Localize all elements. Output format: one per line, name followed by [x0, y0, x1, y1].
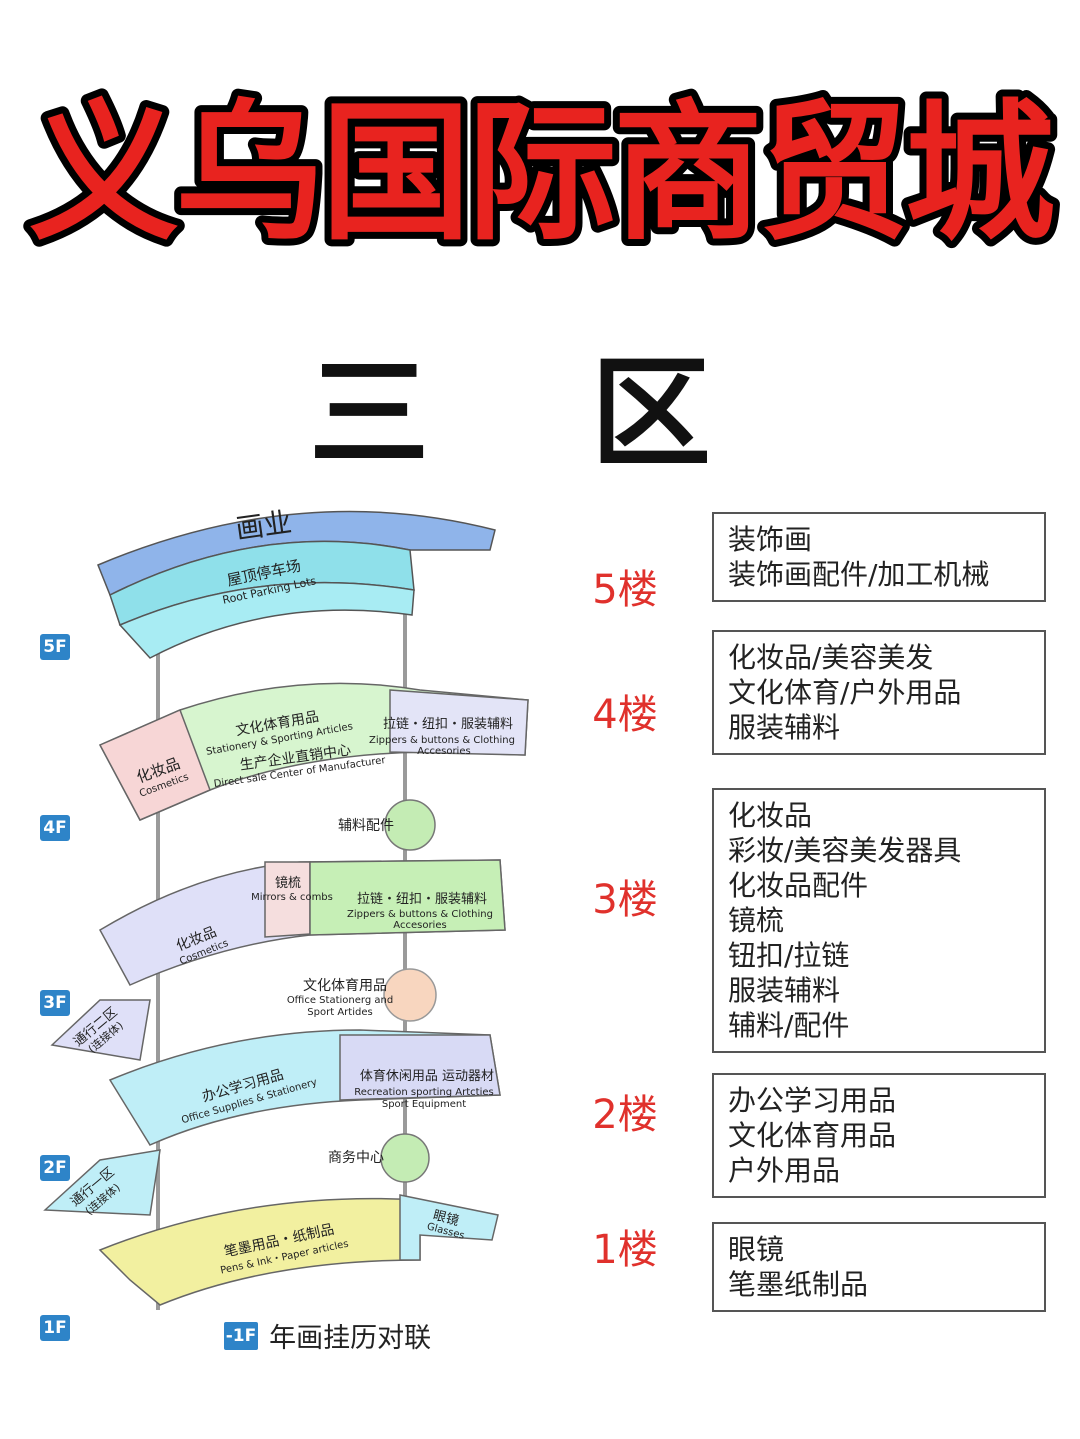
floor-box-3: 化妆品 彩妆/美容美发器具 化妆品配件 镜梳 钮扣/拉链 服装辅料 辅料/配件: [712, 788, 1046, 1053]
f3-sport-en1: Office Stationerg and: [287, 995, 393, 1006]
f3-sport-en2: Sport Artides: [307, 1007, 372, 1018]
floor4-item: 化妆品/美容美发: [728, 641, 934, 674]
floor-label-4: 4楼: [592, 692, 658, 738]
badge-2f: 2F: [40, 1155, 70, 1181]
floor4-item: 服装辅料: [728, 711, 841, 744]
floor-box-1: 眼镜 笔墨纸制品: [712, 1222, 1046, 1312]
f2-biz-label: 商务中心: [328, 1150, 384, 1166]
floor4-item: 文化体育/户外用品: [728, 676, 962, 709]
floor1-item: 眼镜: [728, 1233, 785, 1266]
floor-box-4: 化妆品/美容美发 文化体育/户外用品 服装辅料: [712, 630, 1046, 755]
f4-acc-bubble: [384, 799, 436, 851]
f4-zip-en1: Zippers & buttons & Clothing: [369, 735, 515, 746]
floor2-item: 户外用品: [728, 1154, 841, 1187]
floor-box-2: 办公学习用品 文化体育用品 户外用品: [712, 1073, 1046, 1198]
floor5-item: 装饰画: [728, 523, 813, 556]
floor3-item: 化妆品配件: [728, 869, 869, 902]
f3-zipper-zone: [309, 859, 506, 936]
f2-passage: [43, 1149, 161, 1216]
floor-label-1: 1楼: [592, 1227, 658, 1273]
floor3-item: 化妆品: [728, 799, 813, 832]
floor3-item: 服装辅料: [728, 974, 841, 1007]
f4-zip-cn: 拉链・纽扣・服装辅料: [383, 717, 513, 732]
floor2-item: 办公学习用品: [728, 1084, 897, 1117]
badge-3f: 3F: [40, 990, 70, 1016]
page-title: 义乌国际商贸城: [29, 87, 1053, 261]
zone-subtitle: 三 区: [309, 345, 771, 484]
floor1-item: 笔墨纸制品: [728, 1268, 869, 1301]
f3-mirror-cn: 镜梳: [275, 876, 301, 891]
badge-b1f: -1F: [224, 1321, 258, 1350]
f2-rec-en1: Recreation sporting Artcties: [354, 1087, 493, 1098]
f3-zip-en2: Accesories: [393, 920, 446, 931]
f3-bubble: [383, 968, 437, 1022]
f4-acc-label: 辅料配件: [338, 818, 394, 834]
floor3-item: 彩妆/美容美发器具: [728, 834, 962, 867]
f5-top-label: 画业: [234, 505, 294, 545]
f2-rec-zone: [339, 1034, 501, 1101]
f3-passage: [50, 999, 151, 1061]
basement-row: -1F 年画挂历对联: [224, 1316, 431, 1355]
f1-glasses-zone: [399, 1194, 499, 1261]
f2-rec-cn: 体育休闲用品 运动器材: [360, 1068, 494, 1084]
floor-label-5: 5楼: [592, 567, 658, 613]
f4-zipper-zone: [389, 689, 529, 756]
floor3-item: 辅料/配件: [728, 1009, 850, 1042]
f3-sport-cn: 文化体育用品: [303, 978, 387, 994]
f2-bubble: [380, 1133, 430, 1183]
f5-floor-band: [118, 581, 415, 659]
floor3-item: 镜梳: [728, 904, 785, 937]
f2-rec-en2: Sport Equipment: [382, 1099, 466, 1110]
floor-label-2: 2楼: [592, 1092, 658, 1138]
f1-glass-cn: 眼镜: [431, 1208, 460, 1229]
f4-zip-en2: Accesories: [417, 746, 470, 757]
badge-5f: 5F: [40, 634, 70, 660]
floor-label-3: 3楼: [592, 877, 658, 923]
f3-zip-cn: 拉链・纽扣・服装辅料: [357, 892, 487, 907]
basement-text: 年画挂历对联: [269, 1323, 432, 1354]
badge-4f: 4F: [40, 815, 70, 841]
floor3-item: 钮扣/拉链: [728, 939, 850, 972]
title-svg: 义乌国际商贸城: [22, 80, 1064, 268]
floor-map: 画业 屋顶停车场 Root Parking Lots 化妆品 Cosmetics…: [43, 505, 529, 1310]
floor5-item: 装饰画配件/加工机械: [728, 558, 990, 591]
floor2-item: 文化体育用品: [728, 1119, 897, 1152]
f4-cosmetics-zone: [98, 708, 211, 821]
badge-1f: 1F: [40, 1315, 70, 1341]
title-banner: 义乌国际商贸城: [0, 60, 1080, 290]
f3-zip-en1: Zippers & buttons & Clothing: [347, 909, 493, 920]
floor-box-5: 装饰画 装饰画配件/加工机械: [712, 512, 1046, 602]
f3-mirror-en: Mirrors & combs: [251, 892, 333, 903]
